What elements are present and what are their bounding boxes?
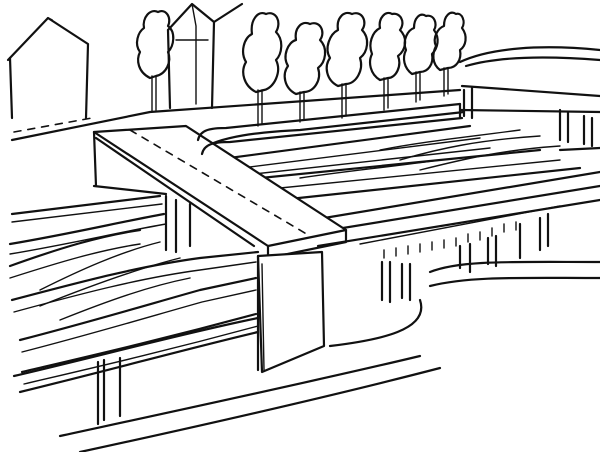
tree-icon [402,13,439,103]
house-icon [6,16,90,120]
tree-row [135,10,467,127]
background-road [10,46,600,142]
tree-icon [135,10,175,113]
tree-icon [432,11,467,97]
tree-icon [369,11,407,111]
church-icon [166,2,244,110]
rail-track-icon [198,110,582,202]
foreground-wall [12,260,600,452]
lower-rail-tracks [8,194,260,385]
tree-icon [325,11,369,119]
rail-bridge-deck [298,170,600,304]
road-overpass [92,102,464,374]
tree-icon [283,21,327,123]
tree-icon [242,12,283,127]
bridge-icon [458,84,600,152]
